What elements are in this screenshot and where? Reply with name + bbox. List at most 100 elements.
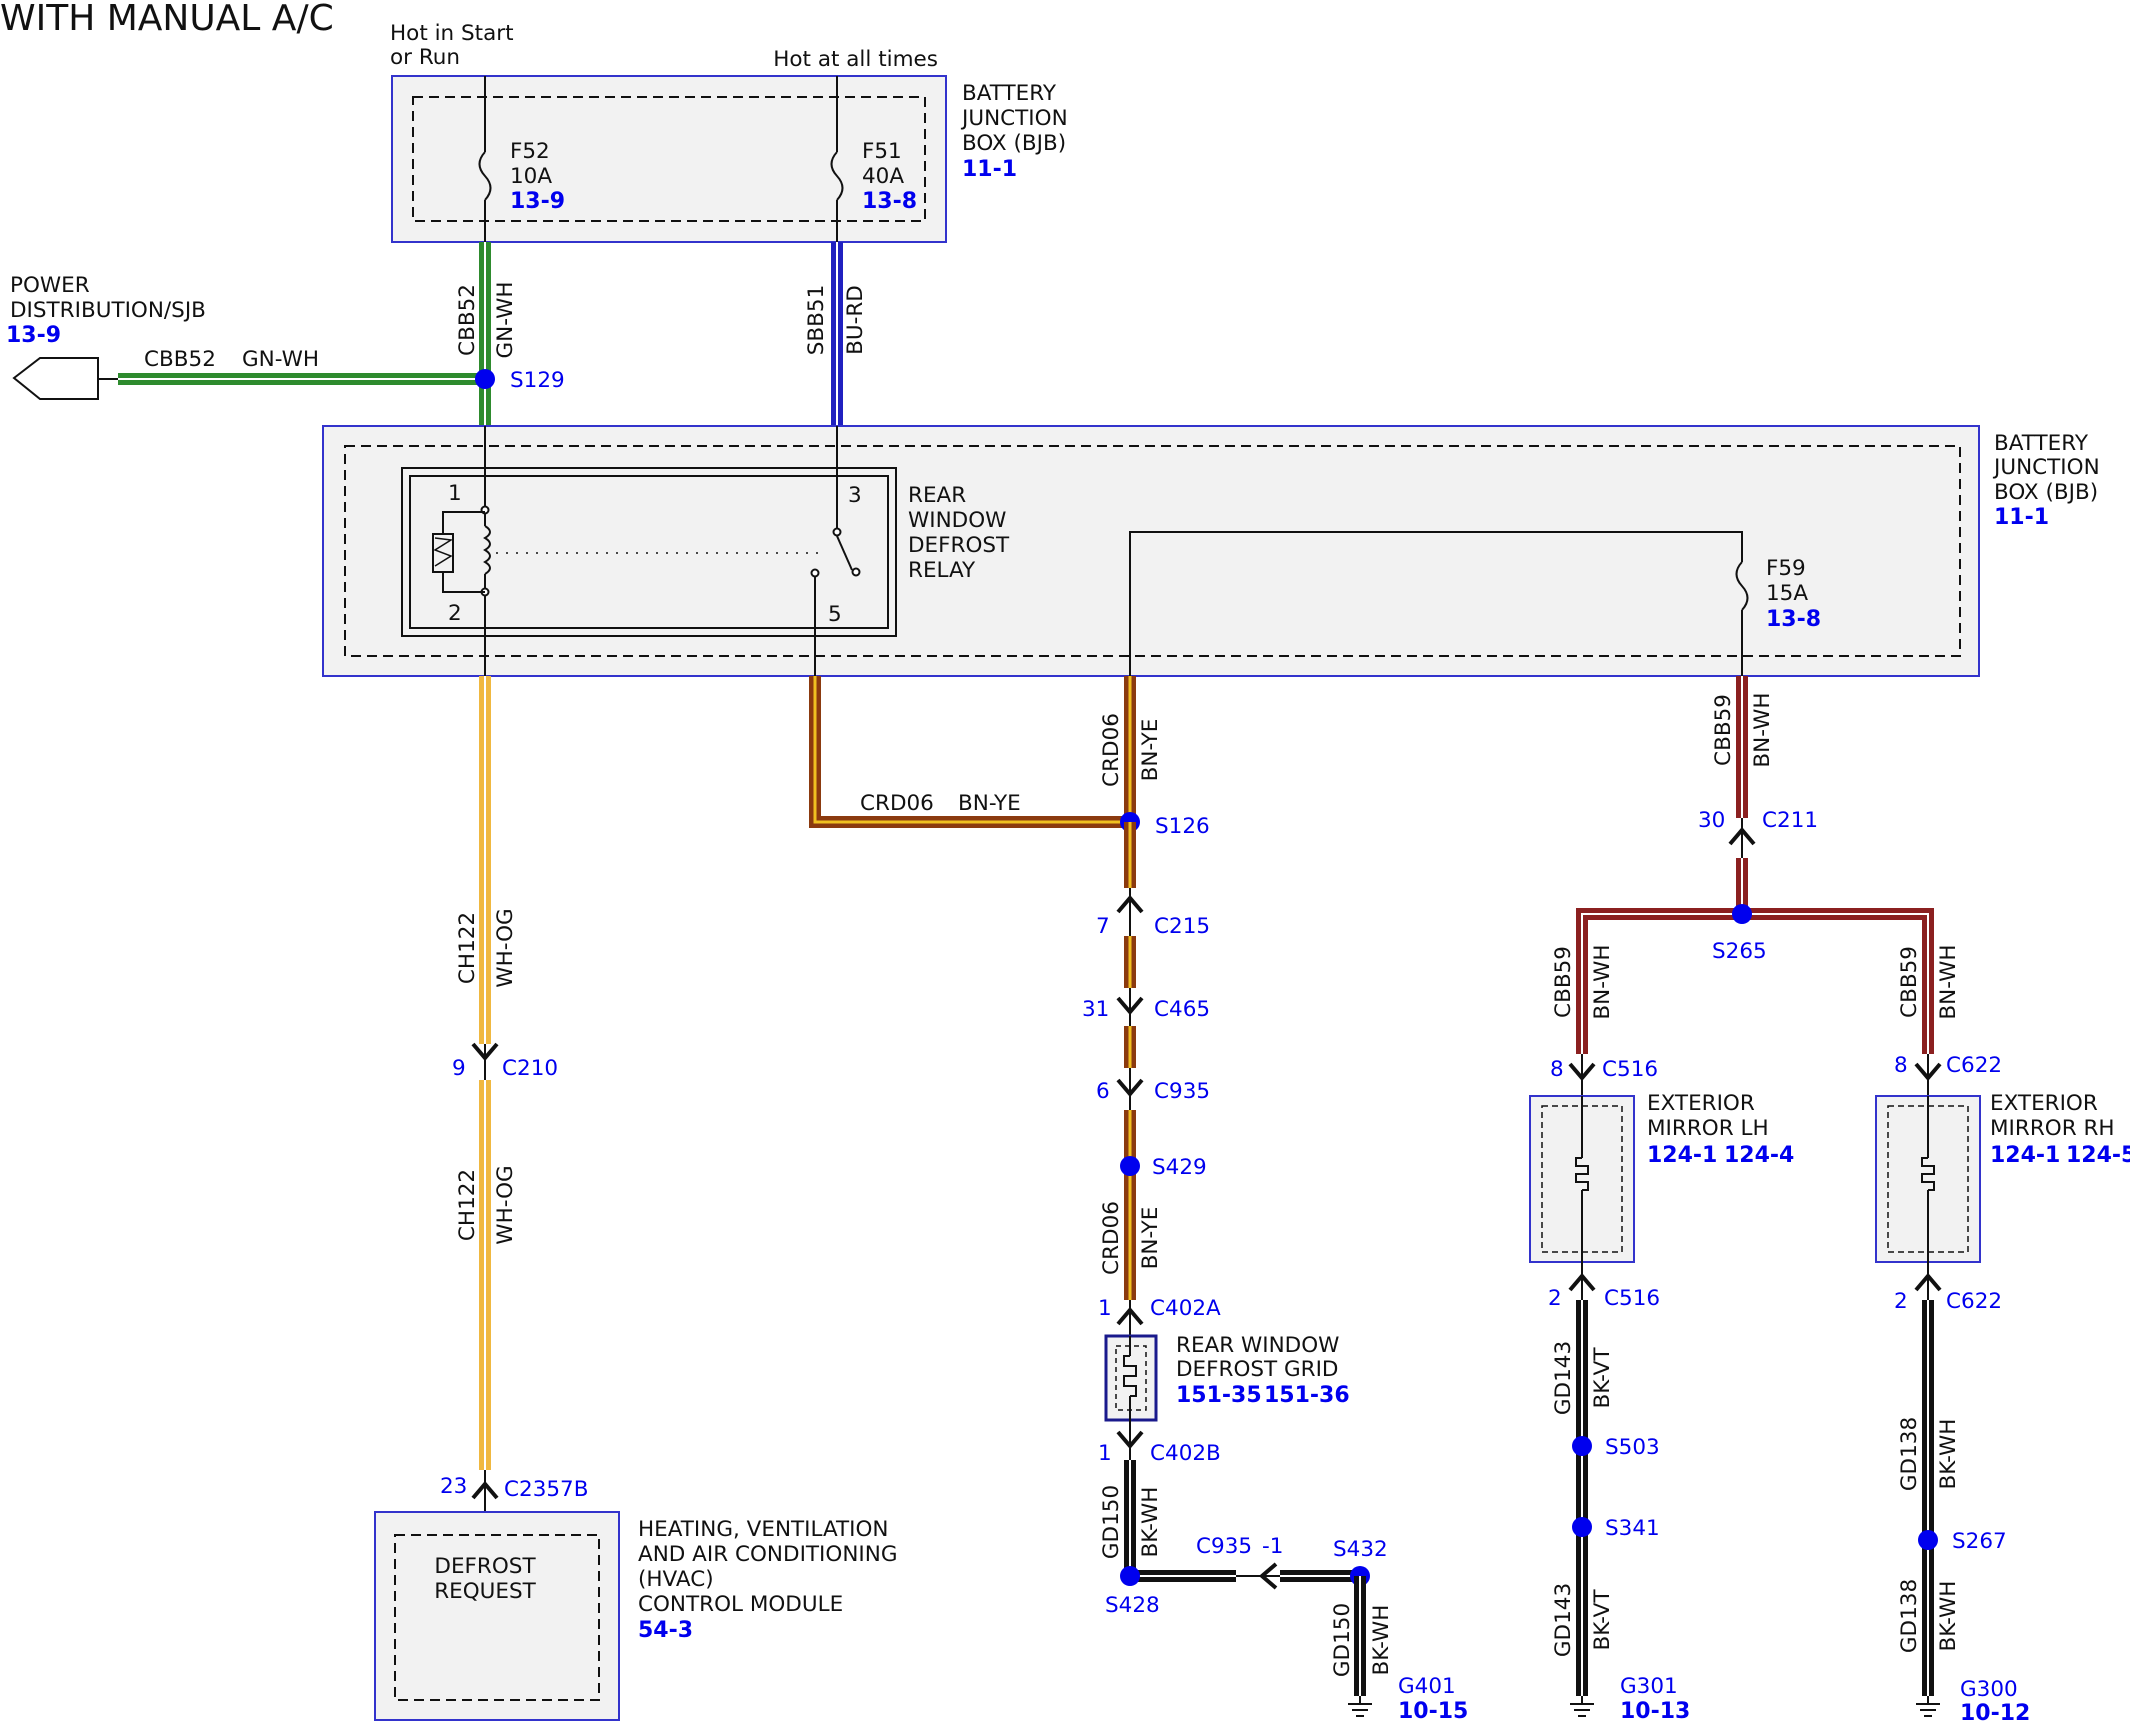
connector-c516-lower-pin: 2 (1548, 1286, 1562, 1311)
hvac-ref-link[interactable]: 54-3 (638, 1618, 693, 1643)
wire-gd150-left (1124, 1460, 1136, 1576)
relay-pin-2: 2 (448, 601, 462, 626)
wire-gd150-right (1354, 1576, 1366, 1696)
wire-gd150-left-color: BK-WH (1138, 1487, 1163, 1558)
power-distribution-connector-icon (12, 357, 99, 400)
connector-c211-id: C211 (1762, 808, 1818, 833)
defrost-grid-ref-link-a[interactable]: 151-35 (1176, 1383, 1262, 1408)
ground-g300-id: G300 (1960, 1677, 2018, 1702)
mirror-rh-ref-link-a[interactable]: 124-1 (1990, 1143, 2060, 1168)
bjb-top-ref-link[interactable]: 11-1 (962, 157, 1017, 182)
connector-c935-pin: 6 (1096, 1079, 1110, 1104)
splice-s503-label: S503 (1605, 1435, 1660, 1460)
connector-c211-icon (1728, 818, 1756, 858)
wire-gd138-lower-color: BK-WH (1936, 1581, 1961, 1652)
connector-c935-id: C935 (1154, 1079, 1210, 1104)
wire-gd138-upper-color: BK-WH (1936, 1419, 1961, 1490)
bjb-main-box (322, 425, 1980, 677)
wire-cbb52-horizontal-id: CBB52 (144, 347, 216, 372)
connector-c402a-icon (1116, 1300, 1144, 1336)
hvac-inner-label-1: DEFROST (434, 1554, 536, 1579)
mirror-rh-ref-link-b[interactable]: 124-5 (2066, 1143, 2130, 1168)
fuse-f59-id: F59 (1766, 556, 1806, 581)
wire-gd150-horizontal (1130, 1562, 1360, 1590)
connector-c622-upper-pin: 8 (1894, 1053, 1908, 1078)
connector-c402b-id: C402B (1150, 1441, 1221, 1466)
ground-g401-ref-link[interactable]: 10-15 (1398, 1699, 1468, 1722)
splice-s129-icon (475, 369, 495, 389)
connector-c465-id: C465 (1154, 997, 1210, 1022)
splice-s429-icon (1120, 1156, 1140, 1176)
mirror-lh-box (1529, 1095, 1635, 1263)
splice-s129-label: S129 (510, 368, 565, 393)
power-distribution-ref-link[interactable]: 13-9 (6, 323, 61, 348)
ground-g300-icon (1916, 1696, 1940, 1717)
mirror-rh-name-2: MIRROR RH (1990, 1116, 2115, 1141)
defrost-grid-box (1104, 1334, 1158, 1422)
hvac-name-1: HEATING, VENTILATION (638, 1517, 889, 1542)
ground-g401-icon (1348, 1696, 1372, 1717)
connector-c210-icon (471, 1042, 499, 1080)
splice-s126-label: S126 (1155, 814, 1210, 839)
hvac-name-3: (HVAC) (638, 1567, 714, 1592)
wire-ch122-upper-id: CH122 (455, 912, 480, 984)
wire-cbb59-upper (1736, 676, 1748, 818)
relay-pin-5: 5 (828, 602, 842, 627)
mirror-lh-ref-link-b[interactable]: 124-4 (1724, 1143, 1794, 1168)
connector-c516-upper-id: C516 (1602, 1057, 1658, 1082)
wire-gd143 (1576, 1300, 1588, 1696)
relay-name-4: RELAY (908, 558, 976, 583)
splice-s341-label: S341 (1605, 1516, 1660, 1541)
connector-c622-lower-icon (1914, 1262, 1942, 1300)
wire-sbb51-id: SBB51 (804, 285, 829, 356)
hot-start-run-label: Hot in Start (390, 21, 514, 46)
wire-ch122-lower (479, 1080, 491, 1470)
wire-cbb52-vertical-color: GN-WH (493, 281, 518, 358)
splice-s341-icon (1572, 1517, 1592, 1537)
bjb-main-ref-link[interactable]: 11-1 (1994, 505, 2049, 530)
fuse-f52-icon (478, 76, 492, 242)
connector-c2357b-pin: 23 (440, 1474, 467, 1499)
fuse-f59-rating: 15A (1766, 581, 1808, 606)
wire-cbb59-lh-id: CBB59 (1551, 946, 1576, 1018)
hvac-name-2: AND AIR CONDITIONING (638, 1542, 897, 1567)
connector-c402b-icon (1116, 1420, 1144, 1460)
bjb-main-name-2: JUNCTION (1992, 455, 2100, 480)
bjb-top-name-3: BOX (BJB) (962, 131, 1066, 156)
ground-g301-ref-link[interactable]: 10-13 (1620, 1699, 1690, 1722)
wire-cbb59-rh-id: CBB59 (1897, 946, 1922, 1018)
wire-gd143-lower-color: BK-VT (1590, 1589, 1615, 1651)
ground-g300-ref-link[interactable]: 10-12 (1960, 1701, 2030, 1722)
relay-name-1: REAR (908, 483, 966, 508)
fuse-f59-ref-link[interactable]: 13-8 (1766, 607, 1821, 632)
splice-s432-label: S432 (1333, 1537, 1388, 1562)
ground-g301-icon (1570, 1696, 1594, 1717)
connector-c402b-pin: 1 (1098, 1441, 1112, 1466)
wire-ch122-upper (479, 676, 491, 1044)
connector-c465-icon (1116, 988, 1144, 1026)
bjb-top-name-1: BATTERY (962, 81, 1057, 106)
connector-c2357b-icon (471, 1470, 499, 1512)
wire-ch122-lower-color: WH-OG (493, 1165, 518, 1244)
wire-gd143-upper-id: GD143 (1551, 1341, 1576, 1415)
connector-c622-upper-id: C622 (1946, 1053, 2002, 1078)
wire-gd143-upper-color: BK-VT (1590, 1347, 1615, 1409)
fuse-f51-ref-link[interactable]: 13-8 (862, 189, 917, 214)
wire-cbb59-upper-id: CBB59 (1711, 694, 1736, 766)
wire-cbb59-upper-color: BN-WH (1750, 692, 1775, 767)
wire-crd06-upper-id: CRD06 (1099, 713, 1124, 787)
connector-c935b-pin: -1 (1262, 1534, 1283, 1559)
relay-pin-1: 1 (448, 481, 462, 506)
mirror-lh-ref-link-a[interactable]: 124-1 (1647, 1143, 1717, 1168)
wire-ch122-lower-id: CH122 (455, 1169, 480, 1241)
connector-c215-icon (1116, 888, 1144, 936)
splice-s429-label: S429 (1152, 1155, 1207, 1180)
defrost-grid-ref-link-b[interactable]: 151-36 (1264, 1383, 1350, 1408)
connector-c516-upper-pin: 8 (1550, 1057, 1564, 1082)
wire-cbb59-lh-color: BN-WH (1590, 944, 1615, 1019)
connector-c935-icon (1116, 1068, 1144, 1110)
connector-c622-lower-pin: 2 (1894, 1289, 1908, 1314)
connector-c516-lower-id: C516 (1604, 1286, 1660, 1311)
fuse-f52-ref-link[interactable]: 13-9 (510, 189, 565, 214)
